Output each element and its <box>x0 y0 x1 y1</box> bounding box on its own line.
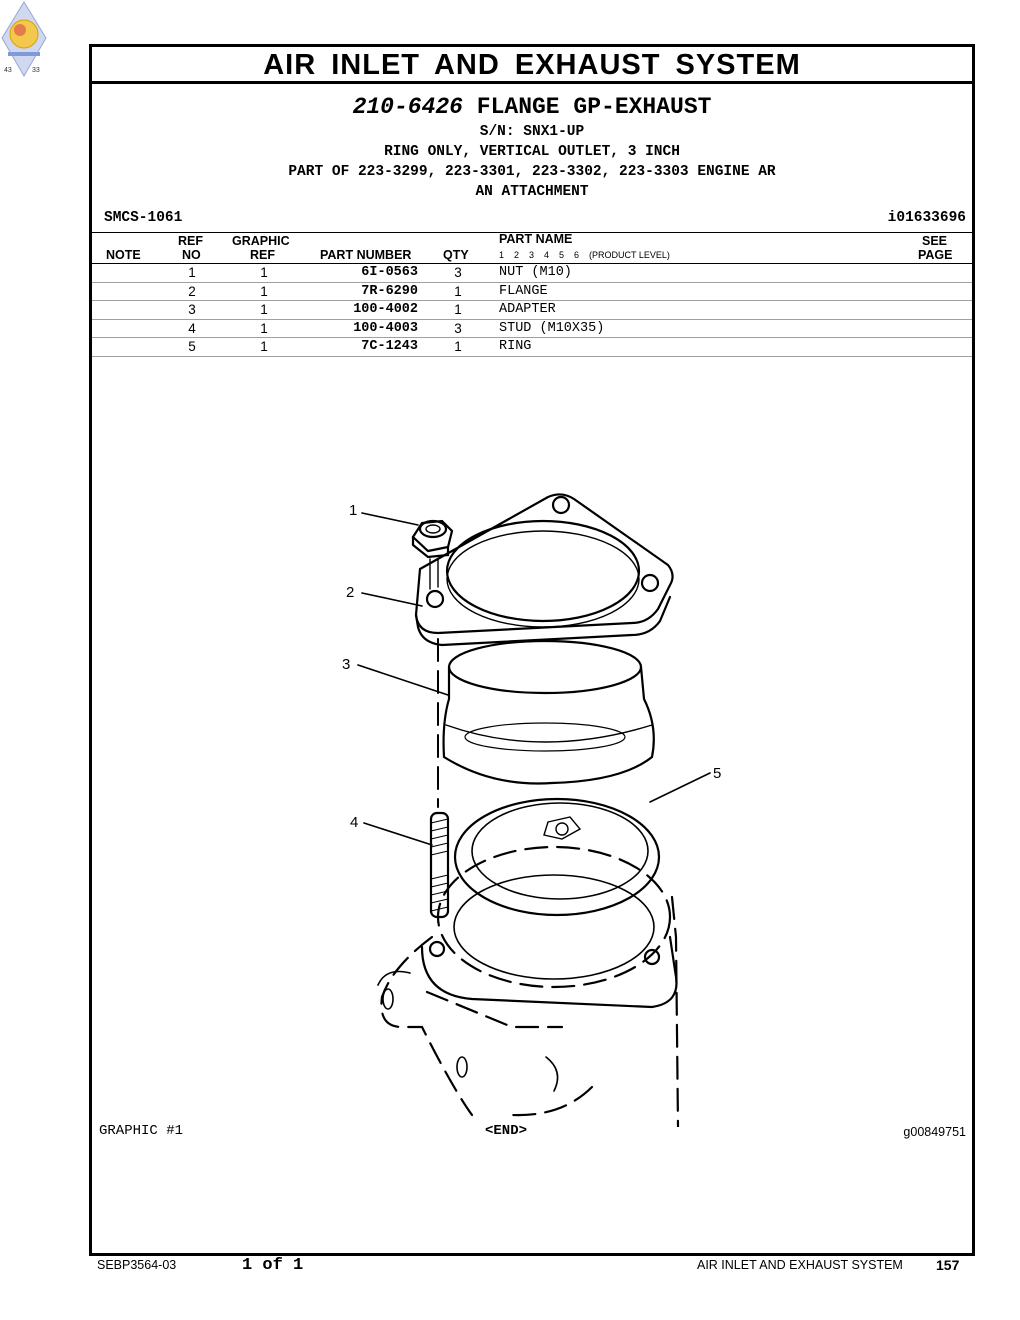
part-name: RING <box>499 339 532 355</box>
footer-doc-number: SEBP3564-03 <box>97 1258 177 1272</box>
col-note: NOTE <box>106 248 141 262</box>
part-number: 6I-0563 <box>361 265 418 280</box>
ref-no: 1 <box>188 265 196 280</box>
end-marker: <END> <box>485 1123 528 1139</box>
graphic-ref: 1 <box>260 283 268 299</box>
graphic-ref: 1 <box>260 265 268 280</box>
col-graphic-bottom: REF <box>250 248 275 262</box>
group-name: FLANGE GP-EXHAUST <box>476 94 712 120</box>
smcs-row: SMCS-1061 i01633696 <box>92 208 972 233</box>
qty: 1 <box>454 302 462 318</box>
ref-no: 3 <box>188 302 196 318</box>
part-number: 7C-1243 <box>361 339 418 355</box>
graphic-label: GRAPHIC #1 <box>99 1123 184 1139</box>
logo-left-number: 43 <box>4 67 12 74</box>
stud-part <box>429 811 450 919</box>
footer-page-number: 157 <box>936 1257 960 1273</box>
part-name: NUT (M10) <box>499 265 572 280</box>
col-part-number: PART NUMBER <box>320 248 412 262</box>
col-see-bottom: PAGE <box>918 248 953 262</box>
callout-2: 2 <box>346 584 354 601</box>
callout-4: 4 <box>350 814 358 831</box>
footer-section: AIR INLET AND EXHAUST SYSTEM <box>697 1258 903 1272</box>
nut-part <box>411 519 454 590</box>
table-row: 1 1 6I-0563 3 NUT (M10) <box>92 264 972 283</box>
part-number: 100-4003 <box>353 320 418 336</box>
heading-line-2: RING ONLY, VERTICAL OUTLET, 3 INCH <box>384 144 680 160</box>
group-part-number: 210-6426 <box>352 94 463 120</box>
callout-1: 1 <box>349 502 357 519</box>
part-number: 7R-6290 <box>361 283 418 299</box>
adapter-part <box>442 639 655 785</box>
graphic-number: g00849751 <box>903 1125 966 1139</box>
section-title: AIR INLET AND EXHAUST SYSTEM <box>92 47 972 84</box>
col-ref-top: REF <box>178 234 203 248</box>
col-qty: QTY <box>443 248 469 262</box>
graphic-ref: 1 <box>260 339 268 355</box>
qty: 1 <box>454 339 462 355</box>
qty: 1 <box>454 283 462 299</box>
smcs-code: SMCS-1061 <box>104 210 183 226</box>
part-number: 100-4002 <box>353 302 418 318</box>
manifold-solid-edges <box>377 874 678 1092</box>
part-name: STUD (M10X35) <box>499 320 605 336</box>
col-product-levels: 1 2 3 4 5 6 (PRODUCT LEVEL) <box>499 250 670 260</box>
part-name: FLANGE <box>499 283 548 299</box>
ref-no: 5 <box>188 339 196 355</box>
flange-part <box>414 493 674 647</box>
graphic-ref: 1 <box>260 302 268 318</box>
heading-line-1: S/N: SNX1-UP <box>479 124 585 140</box>
table-row: 4 1 100-4003 3 STUD (M10X35) <box>92 320 972 339</box>
exploded-view-drawing: 1 2 3 4 5 <box>342 493 721 1127</box>
col-graphic-top: GRAPHIC <box>232 234 290 248</box>
ref-no: 4 <box>188 320 196 336</box>
callout-5: 5 <box>713 765 721 782</box>
dealer-logo-icon: 43 33 <box>1 1 47 77</box>
table-header: NOTE REF NO GRAPHIC REF PART NUMBER QTY … <box>92 232 972 264</box>
ref-no: 2 <box>188 283 196 299</box>
table-row: 3 1 100-4002 1 ADAPTER <box>92 301 972 320</box>
callout-3: 3 <box>342 656 350 673</box>
col-ref-bottom: NO <box>182 248 201 262</box>
graphic-ref: 1 <box>260 320 268 336</box>
heading-line-4: AN ATTACHMENT <box>475 184 589 200</box>
leader-lines <box>357 512 711 846</box>
table-row: 2 1 7R-6290 1 FLANGE <box>92 283 972 302</box>
illustration-id: i01633696 <box>887 210 966 226</box>
col-part-name: PART NAME <box>499 232 573 246</box>
qty: 3 <box>454 265 462 280</box>
heading-line-3: PART OF 223-3299, 223-3301, 223-3302, 22… <box>288 164 776 180</box>
parts-table: 1 1 6I-0563 3 NUT (M10) 2 1 7R-6290 1 FL… <box>92 264 972 357</box>
ring-part <box>453 797 661 917</box>
part-name: ADAPTER <box>499 302 556 318</box>
manifold-outline <box>380 845 680 1127</box>
col-see-top: SEE <box>922 234 948 248</box>
qty: 3 <box>454 320 462 336</box>
footer-page-of: 1 of 1 <box>242 1256 304 1275</box>
group-heading: 210-6426 FLANGE GP-EXHAUST S/N: SNX1-UP … <box>92 84 972 202</box>
page-frame: AIR INLET AND EXHAUST SYSTEM 210-6426 FL… <box>89 44 975 1256</box>
logo-right-number: 33 <box>32 67 40 74</box>
table-row: 5 1 7C-1243 1 RING <box>92 338 972 357</box>
